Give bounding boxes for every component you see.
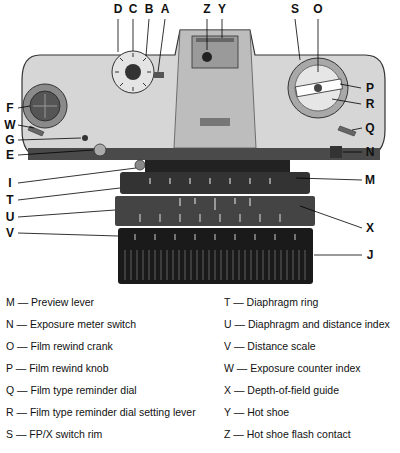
hot-shoe — [192, 36, 238, 68]
left-knob-center — [30, 91, 60, 121]
diaphragm-ring — [120, 172, 310, 194]
callout-letter: U — [6, 210, 15, 224]
callout-letter: S — [291, 2, 299, 16]
small-index — [82, 135, 88, 141]
callout-letter: I — [8, 176, 11, 190]
callout-letter: B — [145, 2, 154, 16]
dial-center — [125, 64, 141, 80]
callout-letter: Z — [203, 2, 210, 16]
callout-letter: C — [129, 2, 138, 16]
key-entry: Z — Hot shoe flash contact — [224, 428, 351, 441]
callout-letter: J — [367, 248, 374, 262]
small-lever — [135, 160, 145, 170]
callout-letter: V — [6, 226, 14, 240]
key-entry: N — Exposure meter switch — [6, 318, 136, 331]
callout-letter: F — [6, 101, 13, 115]
callout-letter: E — [6, 148, 14, 162]
callout-letter: T — [6, 193, 13, 207]
callout-letter: D — [114, 2, 123, 16]
leader-lines — [18, 19, 362, 255]
callout-letter: O — [313, 2, 322, 16]
small-button — [94, 144, 106, 156]
aperture-ticks — [150, 178, 270, 184]
key-entry: R — Film type reminder dial setting leve… — [6, 406, 196, 419]
shutter-dial — [112, 51, 154, 93]
key-entry: S — FP/X switch rim — [6, 428, 102, 441]
callout-letter: G — [5, 133, 14, 147]
key-entry: P — Film rewind knob — [6, 362, 109, 375]
distance-ticks — [140, 214, 280, 222]
callout-letter: R — [366, 97, 375, 111]
prism-housing — [174, 30, 256, 148]
dial-index — [154, 72, 164, 78]
lens-mount — [145, 160, 290, 172]
meter-switch — [330, 146, 342, 158]
body-front — [28, 148, 380, 160]
callout-letter: P — [366, 81, 374, 95]
key-entry: O — Film rewind crank — [6, 340, 113, 353]
key-entry: W — Exposure counter index — [224, 362, 361, 375]
ribbing — [125, 250, 305, 280]
dof-ticks — [180, 198, 250, 210]
key-entry: V — Distance scale — [224, 340, 316, 353]
scale-marks — [135, 234, 295, 240]
shoe-rail — [196, 38, 234, 42]
callout-letter: Y — [218, 2, 226, 16]
reminder-lever — [338, 126, 356, 136]
crank-pivot — [314, 84, 322, 92]
key-entry: Q — Film type reminder dial — [6, 384, 137, 397]
distance-ring — [115, 196, 315, 226]
flash-contact — [202, 52, 212, 62]
callout-letter: X — [366, 221, 374, 235]
callout-letter: A — [161, 2, 170, 16]
knurl — [33, 94, 57, 118]
callout-letter: M — [365, 173, 375, 187]
callout-letter: W — [4, 118, 15, 132]
key-entry: U — Diaphragm and distance index — [224, 318, 390, 331]
key-entry: X — Depth-of-field guide — [224, 384, 339, 397]
logo-plate — [200, 118, 230, 126]
key-entry: Y — Hot shoe — [224, 406, 289, 419]
key-entry: M — Preview lever — [6, 296, 94, 309]
key-entry: T — Diaphragm ring — [224, 296, 318, 309]
dial-ticks — [115, 53, 151, 91]
callout-letter: N — [366, 145, 375, 159]
focusing-ring — [118, 228, 313, 284]
rewind-crank — [295, 79, 342, 97]
callout-letter: Q — [365, 121, 374, 135]
